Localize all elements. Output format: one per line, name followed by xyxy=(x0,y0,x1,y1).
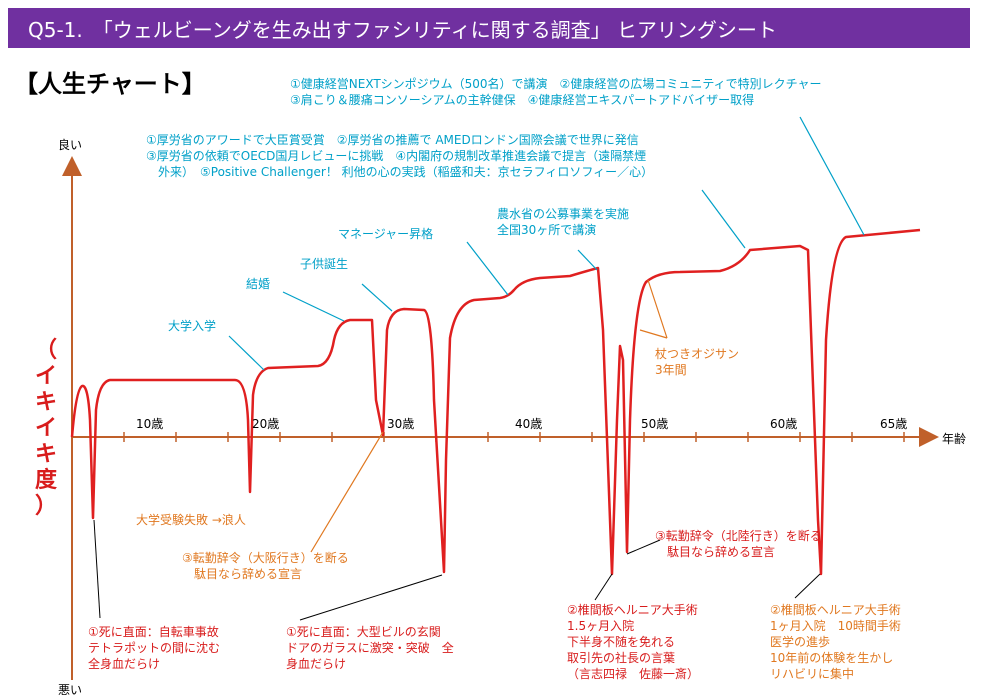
age-label: 40歳 xyxy=(515,417,543,431)
annotation-transfer-hokuriku: ③転勤辞令（北陸行き）を断る 駄目なら辞める宣言 xyxy=(655,529,822,559)
age-label: 10歳 xyxy=(136,417,164,431)
section-title: 【人生チャート】 xyxy=(14,70,206,98)
y-top-label: 良い xyxy=(58,138,83,152)
annotation-university: 大学入学 xyxy=(168,319,217,333)
life-curve xyxy=(70,228,921,576)
annotation-transfer-osaka: ③転勤辞令（大阪行き）を断る 駄目なら辞める宣言 xyxy=(182,551,349,581)
annotation-hernia2: ②椎間板ヘルニア大手術 1ヶ月入院 10時間手術 医学の進歩 10年前の体験を生… xyxy=(770,603,901,681)
annotation-hernia1: ②椎間板ヘルニア大手術 1.5ヶ月入院 下半身不随を免れる 取引先の社長の言葉 … xyxy=(567,603,700,681)
age-label: 50歳 xyxy=(641,417,669,431)
y-bottom-label: 悪い xyxy=(58,683,83,697)
age-label: 65歳 xyxy=(880,417,908,431)
annotation-agri: 農水省の公募事業を実施 全国30ヶ所で講演 xyxy=(497,207,630,237)
page-title: Q5-1. 「ウェルビーングを生み出すファシリティに関する調査」 ヒアリングシー… xyxy=(28,18,777,42)
header-bar: Q5-1. 「ウェルビーングを生み出すファシリティに関する調査」 ヒアリングシー… xyxy=(8,8,970,48)
age-label: 20歳 xyxy=(252,417,280,431)
y-axis-label: （ イ キ イ キ 度 ） xyxy=(34,338,57,519)
annotation-exam: 大学受験失敗 →浪人 xyxy=(136,513,246,527)
age-label: 60歳 xyxy=(770,417,798,431)
annotation-death2: ①死に直面：大型ビルの玄関 ドアのガラスに激突・突破 全 身血だらけ xyxy=(286,625,454,671)
annotation-top2: ①厚労省のアワードで大臣賞受賞 ②厚労省の推薦で AMEDロンドン国際会議で世界… xyxy=(146,133,654,179)
age-label: 30歳 xyxy=(387,417,415,431)
annotation-cane: 杖つきオジサン 3年間 xyxy=(655,347,740,377)
annotation-manager: マネージャー昇格 xyxy=(338,227,434,241)
x-axis-label: 年齢 xyxy=(942,432,967,446)
annotation-marriage: 結婚 xyxy=(246,277,271,291)
annotation-child: 子供誕生 xyxy=(300,257,349,271)
annotation-death1: ①死に直面：自転車事故 テトラポットの間に沈む 全身血だらけ xyxy=(88,625,221,671)
annotation-top1: ①健康経営NEXTシンポジウム（500名）で講演 ②健康経営の広場コミュニティで… xyxy=(290,77,822,107)
